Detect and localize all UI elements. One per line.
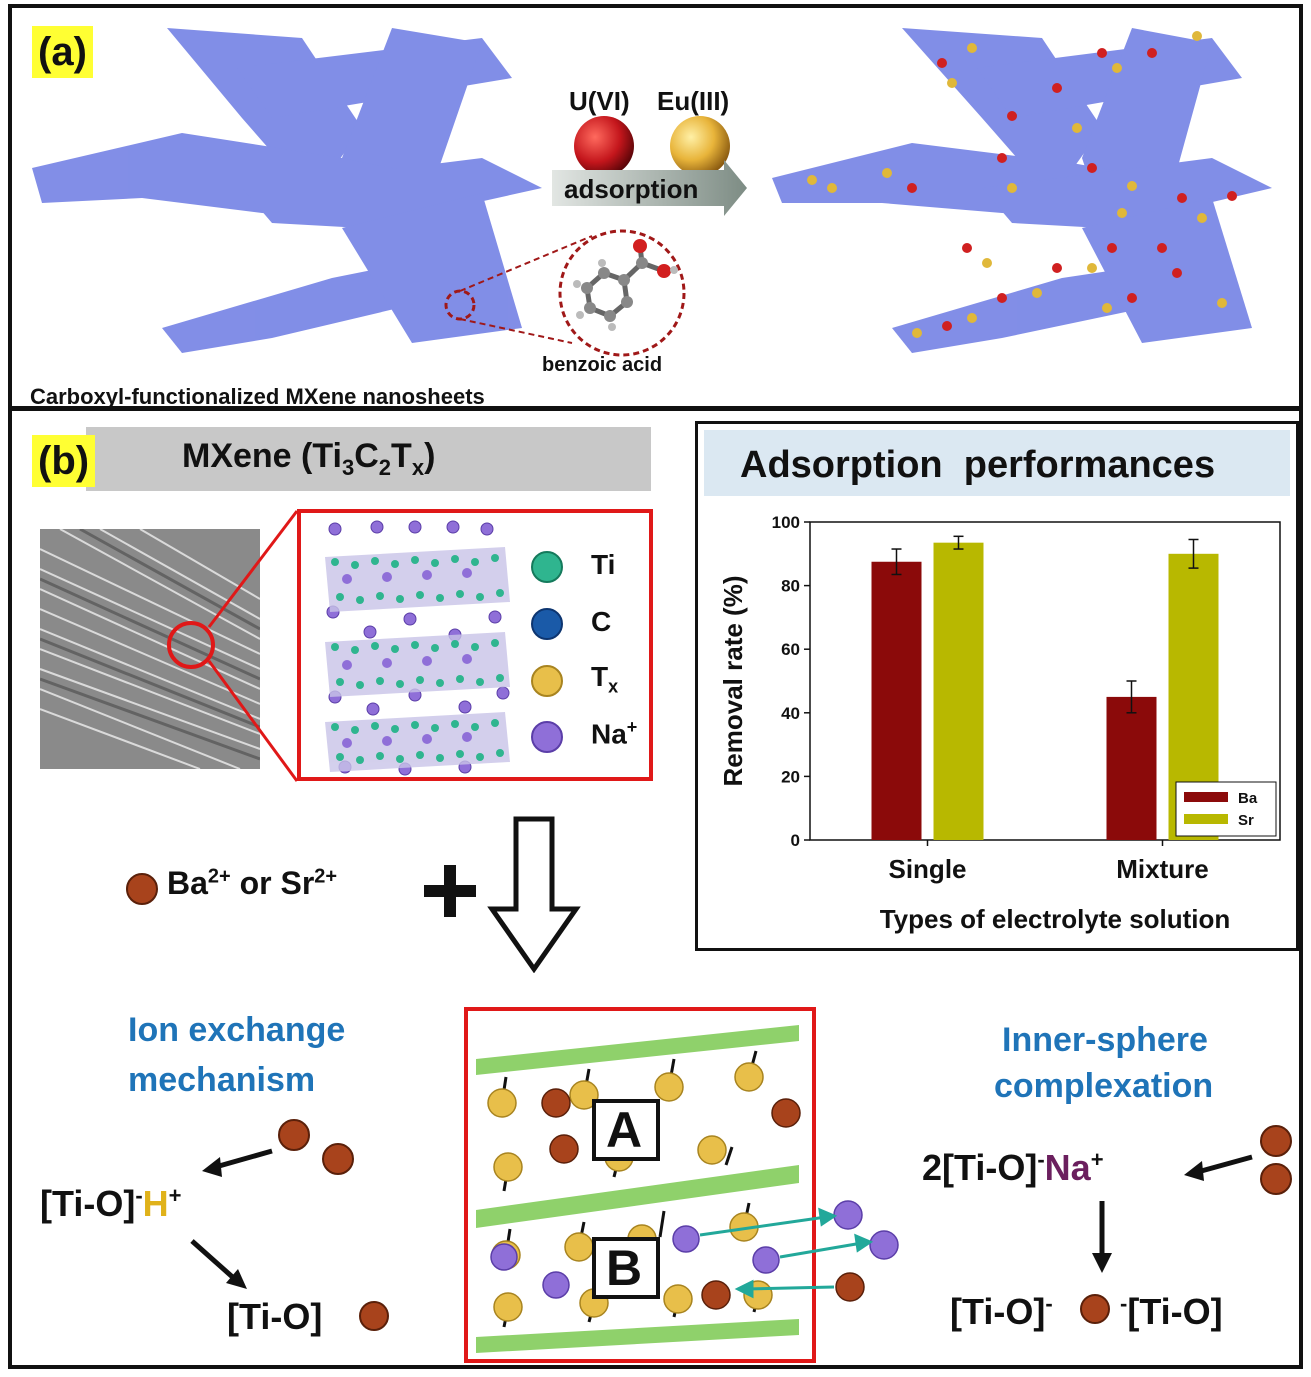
bar-ba-single [871, 561, 922, 840]
x-axis-label: Types of electrolyte solution [880, 904, 1231, 934]
x-tick-label: Mixture [1116, 854, 1208, 884]
panel-a-illustration [32, 28, 1272, 357]
chart-header-text: Adsorption performances [740, 444, 1216, 486]
panel-a: (a) [8, 4, 1303, 410]
legend-ti: Ti [591, 549, 616, 580]
u-vi-ball [574, 116, 634, 176]
u-vi-label: U(VI) [569, 86, 630, 116]
eu-iii-ball [670, 116, 730, 176]
eq-right-2b: -[Ti-O] [1120, 1291, 1223, 1332]
ion-exchange-title-2: mechanism [128, 1061, 316, 1099]
site-b-label: B [606, 1240, 643, 1296]
ion-exchange-scheme [190, 1119, 389, 1331]
y-axis-label: Removal rate (%) [718, 576, 748, 787]
adsorption-label: adsorption [564, 174, 699, 204]
site-a-label: A [606, 1102, 643, 1158]
crystal-structure [325, 520, 510, 776]
x-tick-label: Single [888, 854, 966, 884]
benzoic-acid-zoom [444, 229, 686, 357]
reactant-ball-icon [126, 873, 158, 905]
plus-icon [424, 865, 476, 917]
crystal-structure-box: Ti C Tx Na+ [297, 509, 653, 781]
adsorbed-ions [807, 31, 1237, 338]
legend-swatch-sr [1184, 814, 1228, 824]
eq-right-1: 2[Ti-O]-Na+ [922, 1147, 1104, 1188]
sem-image [40, 529, 260, 769]
left-mxene-sheets [32, 28, 542, 353]
y-tick-label: 20 [781, 767, 800, 786]
eq-left-2: [Ti-O] [227, 1296, 323, 1337]
y-tick-label: 0 [791, 831, 800, 850]
ti-c-layers [325, 547, 510, 772]
inner-sphere-title-1: Inner-sphere [1002, 1021, 1208, 1059]
bar-ba-mixture [1106, 696, 1157, 840]
panel-b-label: (b) [32, 435, 96, 487]
adsorption-arrow [552, 160, 747, 216]
plot-frame [809, 521, 1281, 841]
legend-na: Na+ [591, 717, 638, 750]
legend-c: C [591, 606, 612, 637]
bar-sr-single [933, 542, 984, 840]
legend-label-sr: Sr [1238, 812, 1254, 829]
mxene-title: MXene (Ti3C2Tx) [182, 437, 436, 480]
y-tick-label: 100 [772, 513, 800, 532]
eq-right-2a: [Ti-O]- [950, 1291, 1053, 1332]
legend-box [1175, 781, 1277, 837]
inner-sphere-scheme [1080, 1125, 1292, 1324]
y-tick-label: 80 [781, 577, 800, 596]
legend-swatch-ba [1184, 792, 1228, 802]
chart-header [704, 430, 1290, 496]
site-a-box [592, 1099, 660, 1161]
mxene-title-bar [86, 427, 651, 491]
inner-sphere-title-2: complexation [994, 1067, 1214, 1105]
right-mxene-sheets [772, 28, 1272, 353]
site-b-box [592, 1237, 660, 1299]
panel-a-caption: Carboxyl-functionalized MXene nanosheets [30, 384, 485, 409]
eq-left-1: [Ti-O]-H+ [40, 1183, 182, 1224]
reactant-label: Ba2+ or Sr2+ [167, 865, 338, 901]
zoom-lines [207, 510, 299, 782]
y-tick-label: 40 [781, 704, 800, 723]
ion-exchange-title-1: Ion exchange [128, 1011, 346, 1049]
eu-iii-label: Eu(III) [657, 86, 730, 116]
benzoic-acid-label: benzoic acid [542, 354, 663, 376]
legend-label-ba: Ba [1238, 790, 1258, 807]
interlayer-diagram [476, 1025, 899, 1353]
panel-b: (b) MXene (Ti3C2Tx) [8, 407, 1303, 1369]
down-arrow-icon [487, 816, 581, 973]
y-tick-label: 60 [781, 640, 800, 659]
legend-tx: Tx [591, 661, 619, 697]
legend-dots [531, 551, 563, 753]
panel-a-label: (a) [32, 26, 93, 78]
